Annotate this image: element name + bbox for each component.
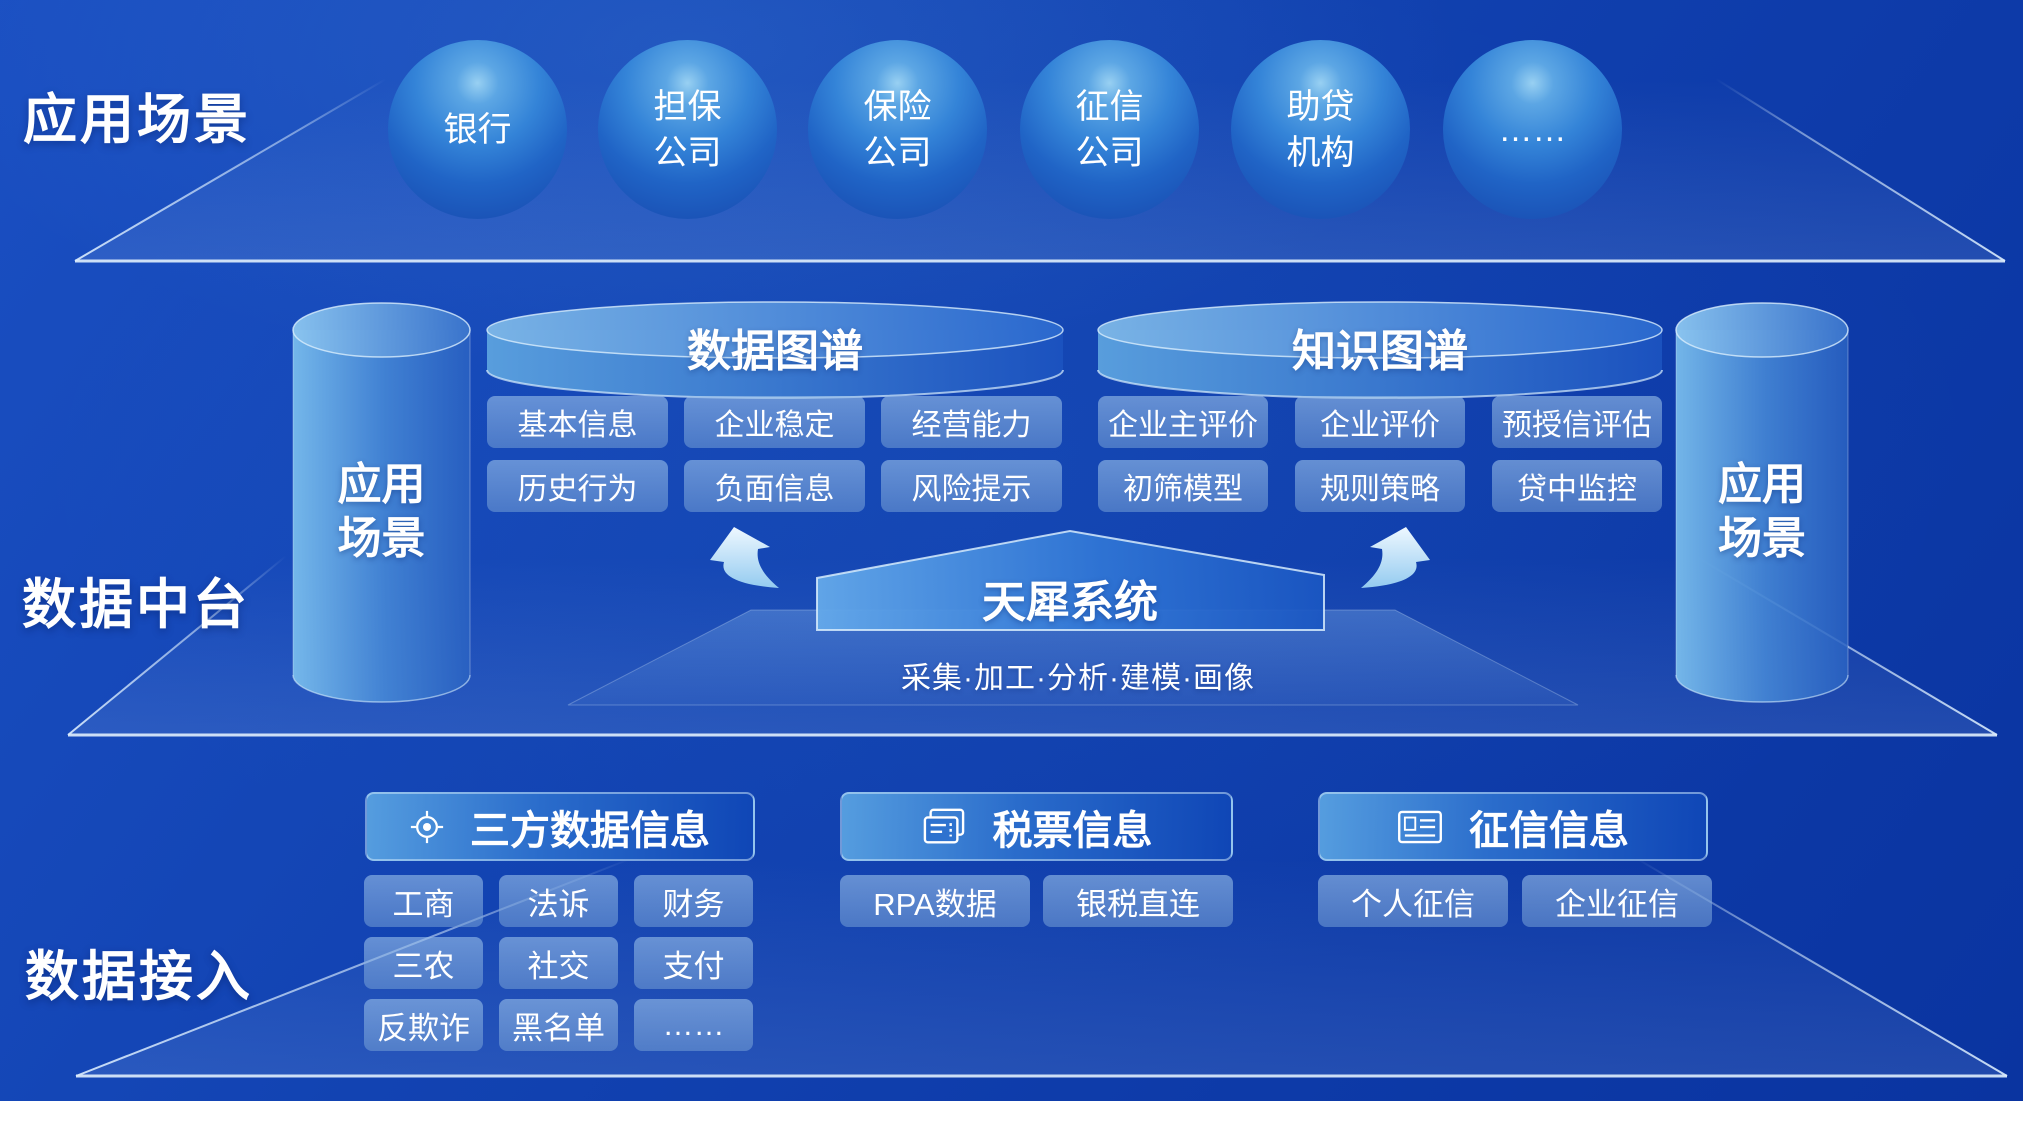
- credit-header: 征信信息: [1318, 792, 1708, 861]
- footer-strip: [0, 1101, 2023, 1130]
- sphere-insurance: 保险公司: [808, 40, 987, 219]
- data-map-chip-basic-info: 基本信息: [487, 396, 668, 448]
- id-card-icon: [1398, 810, 1442, 843]
- data-map-chip-enterprise-stability: 企业稳定: [684, 396, 865, 448]
- knowledge-map-chip-owner-eval: 企业主评价: [1098, 396, 1268, 448]
- third-party-chip-business: 工商: [364, 875, 483, 927]
- cylinder-right-label: 应用场景: [1718, 460, 1806, 563]
- third-party-chip-finance: 财务: [634, 875, 753, 927]
- knowledge-map-chip-rule-strategy: 规则策略: [1295, 460, 1465, 512]
- sphere-credit: 征信公司: [1020, 40, 1199, 219]
- section-label-bottom: 数据接入: [25, 947, 253, 1007]
- tax-chip-bank-tax: 银税直连: [1043, 875, 1233, 927]
- data-map-title: 数据图谱: [687, 327, 863, 376]
- disc-knowledge-map: [1097, 301, 1663, 399]
- arrow-up-right-icon: [1361, 527, 1430, 588]
- credit-chip-enterprise: 企业征信: [1522, 875, 1712, 927]
- tax-header: 税票信息: [840, 792, 1233, 861]
- knowledge-map-chip-enterprise-eval: 企业评价: [1295, 396, 1465, 448]
- system-platform: [567, 609, 1579, 706]
- data-map-chip-operating-capacity: 经营能力: [881, 396, 1062, 448]
- third-party-chip-lawsuit: 法诉: [499, 875, 618, 927]
- sphere-guarantee: 担保公司: [598, 40, 777, 219]
- third-party-chip-agriculture: 三农: [364, 937, 483, 989]
- sphere-bank: 银行: [388, 40, 567, 219]
- knowledge-map-title: 知识图谱: [1292, 327, 1468, 376]
- cylinder-right: [1675, 302, 1849, 703]
- credit-chip-personal: 个人征信: [1318, 875, 1508, 927]
- knowledge-map-chip-pre-credit-eval: 预授信评估: [1492, 396, 1662, 448]
- system-title: 天犀系统: [982, 578, 1158, 627]
- system-subtitle: 采集·加工·分析·建模·画像: [901, 662, 1255, 695]
- invoice-icon: [923, 808, 964, 843]
- target-icon: [410, 810, 444, 843]
- knowledge-map-chip-loan-monitor: 贷中监控: [1492, 460, 1662, 512]
- sphere-more: ……: [1443, 40, 1622, 219]
- third-party-chip-payment: 支付: [634, 937, 753, 989]
- third-party-chip-blacklist: 黑名单: [499, 999, 618, 1051]
- disc-data-map: [486, 301, 1064, 399]
- third-party-chip-social: 社交: [499, 937, 618, 989]
- cylinder-left: [292, 302, 471, 703]
- arrow-up-left-icon: [710, 527, 779, 588]
- knowledge-map-chip-screen-model: 初筛模型: [1098, 460, 1268, 512]
- third-party-header: 三方数据信息: [365, 792, 755, 861]
- system-banner: [816, 529, 1325, 631]
- tax-chip-rpa: RPA数据: [840, 875, 1030, 927]
- cylinder-left-label: 应用场景: [337, 460, 426, 563]
- data-map-chip-negative-info: 负面信息: [684, 460, 865, 512]
- third-party-chip-more: ……: [634, 999, 753, 1051]
- section-label-middle: 数据中台: [22, 575, 250, 635]
- data-map-chip-risk-alert: 风险提示: [881, 460, 1062, 512]
- section-label-top: 应用场景: [23, 90, 251, 150]
- data-map-chip-history-behavior: 历史行为: [487, 460, 668, 512]
- third-party-chip-antifraud: 反欺诈: [364, 999, 483, 1051]
- sphere-loan: 助贷机构: [1231, 40, 1410, 219]
